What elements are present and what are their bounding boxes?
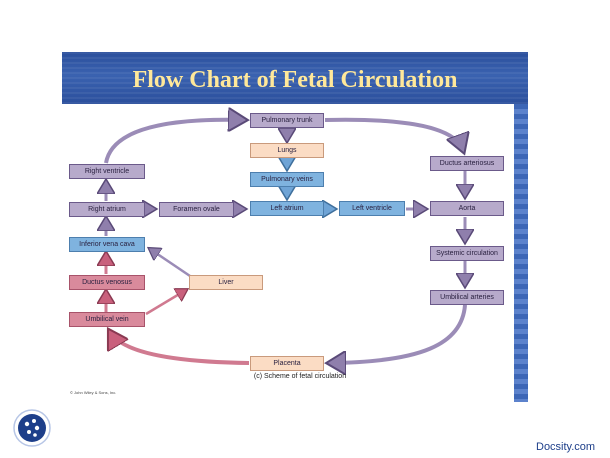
box-systemic-circulation: Systemic circulation bbox=[430, 246, 504, 261]
arrow-placenta-to-umbilical-vein bbox=[110, 332, 250, 365]
box-pulmonary-veins: Pulmonary veins bbox=[250, 172, 324, 187]
arrow-liver-to-ivc bbox=[150, 249, 191, 278]
arrow-umbilical-arteries-to-placenta bbox=[330, 304, 467, 363]
box-ductus-venosus: Ductus venosus bbox=[69, 275, 145, 290]
box-inferior-vena-cava: Inferior vena cava bbox=[69, 237, 145, 252]
box-left-ventricle: Left ventricle bbox=[339, 201, 405, 216]
docsity-logo-icon bbox=[13, 409, 51, 447]
box-aorta: Aorta bbox=[430, 201, 504, 216]
slide-title: Flow Chart of Fetal Circulation bbox=[132, 67, 458, 93]
box-lungs: Lungs bbox=[250, 143, 324, 158]
box-left-atrium: Left atrium bbox=[250, 201, 324, 216]
title-bar bbox=[62, 52, 528, 104]
arrow-pulmonary-trunk-to-ductus bbox=[324, 117, 463, 150]
box-umbilical-vein: Umbilical vein bbox=[69, 312, 145, 327]
box-right-atrium: Right atrium bbox=[69, 202, 145, 217]
box-placenta: Placenta bbox=[250, 356, 324, 371]
slide-background bbox=[62, 52, 528, 402]
box-pulmonary-trunk: Pulmonary trunk bbox=[250, 113, 324, 128]
footer-brand[interactable]: Docsity.com bbox=[536, 441, 596, 453]
box-liver: Liver bbox=[189, 275, 263, 290]
box-ductus-arteriosus: Ductus arteriosus bbox=[430, 156, 504, 171]
arrow-rv-to-pulmonary-trunk bbox=[104, 120, 244, 164]
arrow-umbilical-vein-to-liver bbox=[145, 290, 186, 316]
figure-caption: (c) Scheme of fetal circulation bbox=[253, 373, 347, 380]
decorative-side-strip bbox=[514, 104, 528, 402]
box-right-ventricle: Right ventricle bbox=[69, 164, 145, 179]
copyright-note: © John Wiley & Sons, Inc. bbox=[70, 390, 117, 395]
box-umbilical-arteries: Umbilical arteries bbox=[430, 290, 504, 305]
box-foramen-ovale: Foramen ovale bbox=[159, 202, 234, 217]
